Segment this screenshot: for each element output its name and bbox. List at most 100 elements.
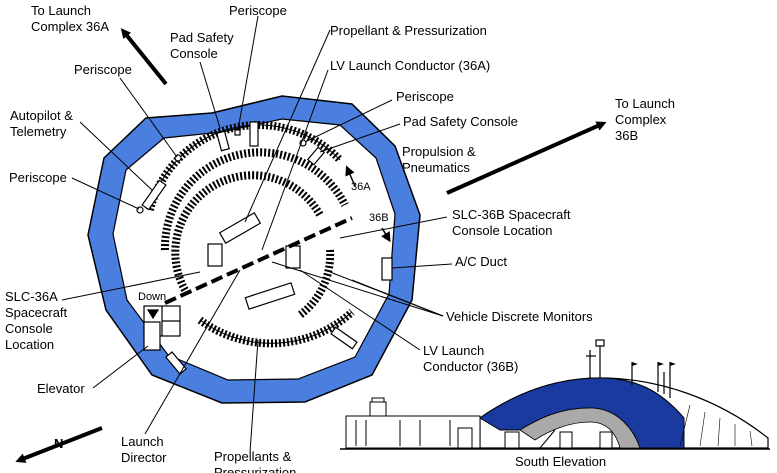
label-propulsion-1: Propulsion & xyxy=(402,144,476,159)
label-to-launch-36b-1: To Launch xyxy=(615,96,675,111)
label-slc36a-3: Console xyxy=(5,321,53,336)
antenna-box xyxy=(595,339,605,347)
label-lv-launch-conductor-36a: LV Launch Conductor (36A) xyxy=(330,58,490,73)
hatch-2 xyxy=(699,411,706,447)
arrow-to-36a xyxy=(120,28,168,86)
label-propellant-pressurization: Propellant & Pressurization xyxy=(330,23,487,38)
base-door-2 xyxy=(559,431,573,449)
annex-tower-cap xyxy=(371,397,385,403)
leader-elevator xyxy=(92,345,149,389)
label-pad-safety-right: Pad Safety Console xyxy=(403,114,518,129)
rooftop-antennas xyxy=(586,339,671,398)
console-arcs xyxy=(146,121,355,348)
console-arc-lower-edge xyxy=(199,311,353,344)
label-to-launch-36a-1: To Launch xyxy=(31,3,91,18)
hatch-1 xyxy=(679,404,691,447)
label-propellants-bottom-2: Pressurization xyxy=(214,465,296,473)
down-arrow-icon xyxy=(146,309,160,320)
flag-3 xyxy=(670,362,676,366)
elevator-car xyxy=(143,321,161,351)
label-slc36a-1: SLC-36A xyxy=(5,289,58,304)
annex-tower xyxy=(369,401,387,417)
console-center-right xyxy=(285,245,301,269)
complex-divider-line xyxy=(164,216,353,305)
label-slc36b-1: SLC-36B Spacecraft xyxy=(452,207,571,222)
leader-propellant xyxy=(244,29,331,223)
console-arc-outer-upper-edge xyxy=(149,124,341,211)
label-propellants-bottom-1: Propellants & xyxy=(214,449,292,464)
leader-periscope-left xyxy=(71,177,140,210)
console-top-right xyxy=(249,121,259,147)
hatch-5 xyxy=(749,430,753,447)
base-stair xyxy=(539,429,556,449)
leader-launch-director xyxy=(144,269,241,435)
leader-slc36b xyxy=(339,216,448,239)
south-elevation-drawing xyxy=(340,339,770,450)
flag-1 xyxy=(632,362,638,366)
label-36b: 36B xyxy=(369,212,389,224)
elevator xyxy=(143,305,181,351)
arrow-36a xyxy=(345,165,356,187)
label-north: N xyxy=(54,436,63,451)
dome-grey-inner xyxy=(519,407,641,449)
label-to-launch-36b-3: 36B xyxy=(615,128,638,143)
label-propulsion-2: Pneumatics xyxy=(402,160,470,175)
label-pad-safety-top-2: Console xyxy=(170,46,218,61)
label-slc36a-2: Spacecraft xyxy=(5,305,68,320)
leader-vdm-3 xyxy=(351,279,444,317)
label-ac-duct: A/C Duct xyxy=(455,254,507,269)
label-launch-director-1: Launch xyxy=(121,434,164,449)
leader-lv-36b xyxy=(299,269,421,351)
console-lower-right xyxy=(330,326,358,350)
console-arc-middle xyxy=(160,148,349,251)
console-propellant xyxy=(218,211,262,245)
label-pad-safety-top-1: Pad Safety xyxy=(170,30,234,45)
leader-ac-duct xyxy=(391,263,453,269)
label-slc36a-4: Location xyxy=(5,337,54,352)
north-arrow xyxy=(15,426,103,463)
label-to-launch-36a-2: Complex 36A xyxy=(31,19,109,34)
console-arc-inner xyxy=(171,171,324,292)
annex-door xyxy=(457,427,473,449)
label-autopilot-2: Telemetry xyxy=(10,124,67,139)
label-periscope-left-top: Periscope xyxy=(74,62,132,77)
diagram-labels: To Launch Complex 36A Periscope Pad Safe… xyxy=(5,3,675,473)
label-lv-36b-2: Conductor (36B) xyxy=(423,359,518,374)
arrow-to-36b xyxy=(446,121,607,195)
label-lv-36b-1: LV Launch xyxy=(423,343,484,358)
label-slc36b-2: Console Location xyxy=(452,223,552,238)
hatch-3 xyxy=(717,417,721,447)
leader-pad-safety-top xyxy=(199,61,221,129)
leader-slc36a xyxy=(61,271,201,301)
console-lower-left xyxy=(165,351,187,375)
label-south-elevation: South Elevation xyxy=(515,454,606,469)
dome-base-details xyxy=(504,429,613,449)
label-vehicle-discrete-monitors: Vehicle Discrete Monitors xyxy=(446,309,593,324)
console-ac-duct xyxy=(381,257,393,281)
leader-lines xyxy=(61,15,453,453)
leader-periscope-left-top xyxy=(119,77,178,158)
inner-floor xyxy=(112,118,396,381)
flag-2 xyxy=(658,362,664,366)
leader-vdm-2 xyxy=(271,261,444,317)
label-launch-director-2: Director xyxy=(121,450,167,465)
leader-periscope-top xyxy=(237,15,259,131)
base-door-1 xyxy=(504,431,520,449)
roof-hatching xyxy=(679,404,753,447)
console-center-left xyxy=(207,243,223,267)
leader-periscope-right xyxy=(304,99,393,143)
label-elevator: Elevator xyxy=(37,381,85,396)
base-door-3 xyxy=(599,431,613,449)
console-lower-center xyxy=(244,282,296,310)
periscope-marker-top xyxy=(234,129,241,136)
label-periscope-top: Periscope xyxy=(229,3,287,18)
periscope-marker-left xyxy=(136,206,144,214)
flags xyxy=(632,362,676,366)
console-autopilot xyxy=(141,179,167,211)
left-annex-building xyxy=(345,397,481,449)
console-top-left xyxy=(216,130,230,152)
leader-autopilot xyxy=(79,121,153,191)
leader-pad-safety-right xyxy=(319,123,401,153)
label-to-launch-36b-2: Complex xyxy=(615,112,667,127)
console-arc-right xyxy=(297,249,335,319)
